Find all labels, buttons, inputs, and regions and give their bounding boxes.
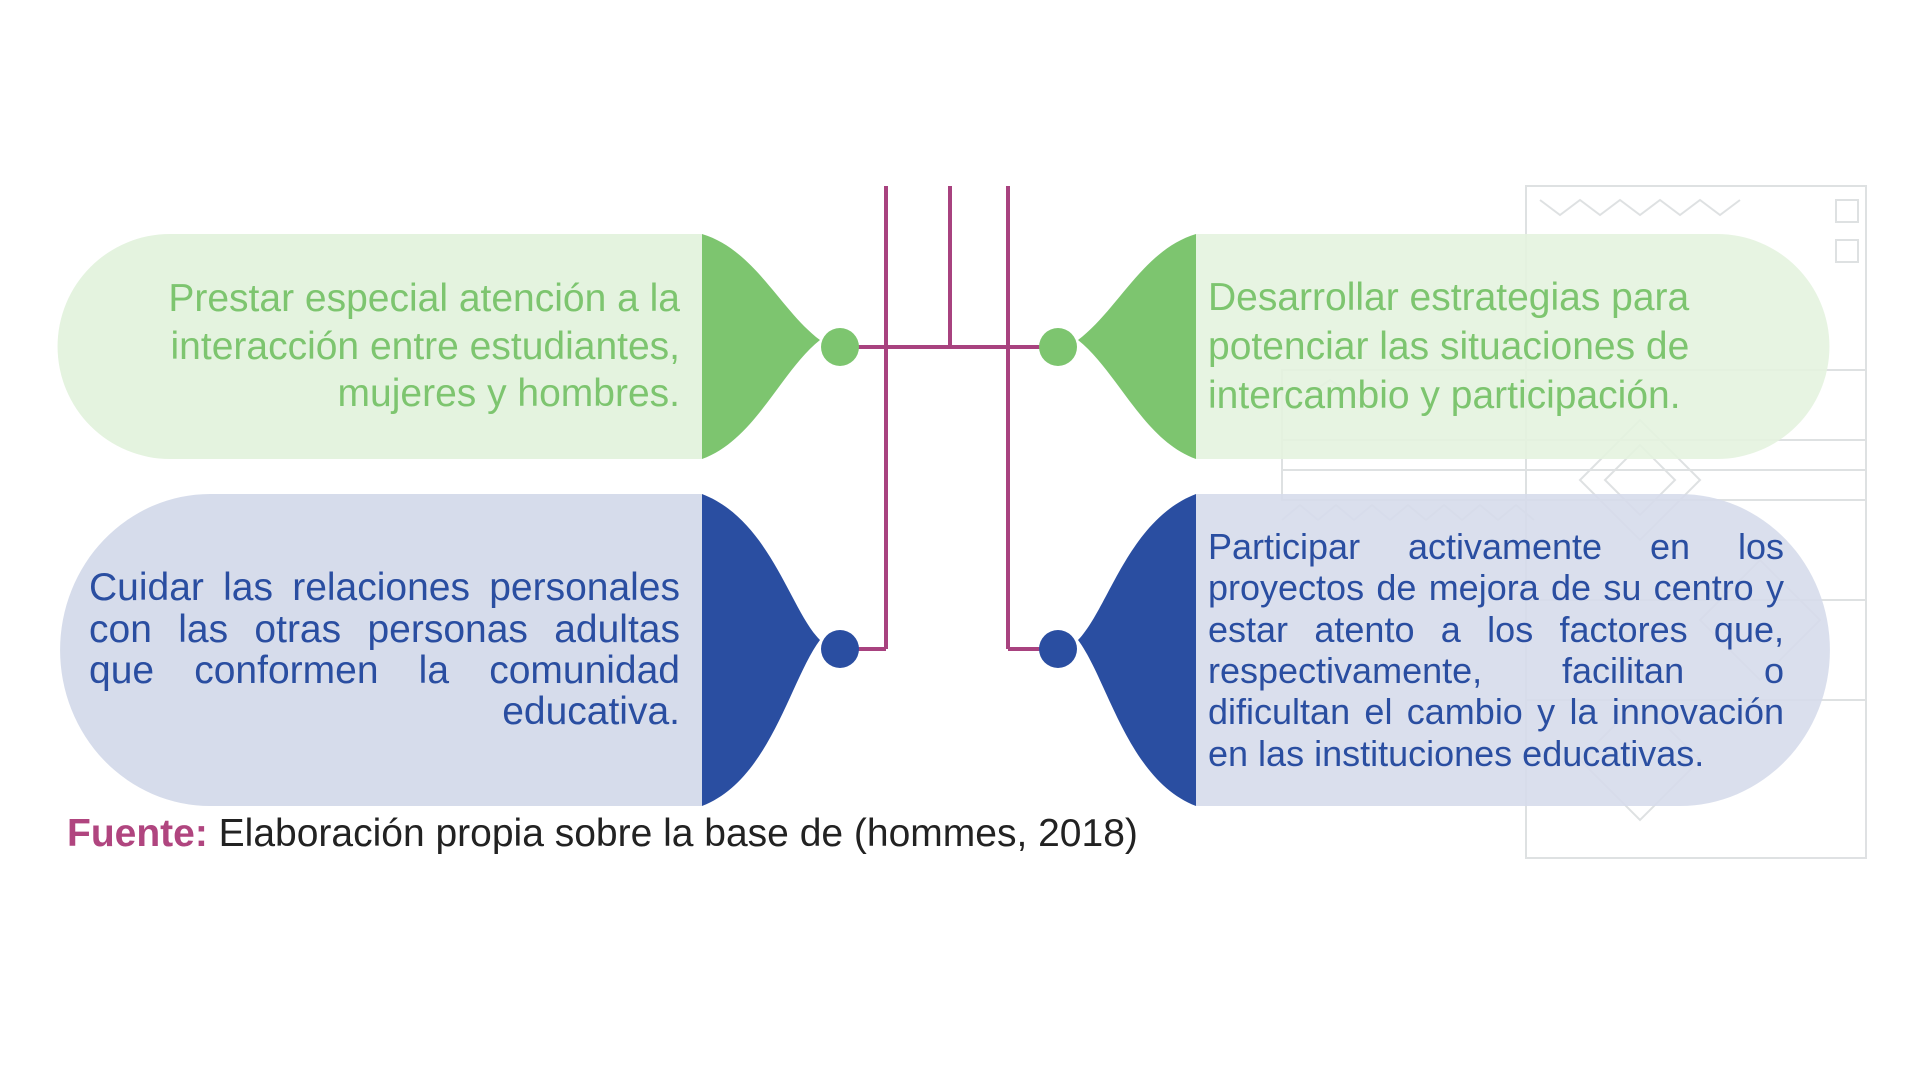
box-bottom-left (60, 494, 859, 806)
box-top-left-text-area: Prestar especial atención a la interacci… (67, 234, 702, 459)
box-top-left-text: Prestar especial atención a la interacci… (168, 277, 680, 416)
box-bottom-left-text: Cuidar las relaciones personales con las… (89, 566, 680, 734)
box-bottom-right-text-area: Participar activamente en los proyectos … (1196, 494, 1829, 806)
box-top-right (1039, 234, 1830, 459)
source-caption: Fuente: Elaboración propia sobre la base… (67, 812, 1138, 856)
box-bottom-right-text: Participar activamente en los proyectos … (1208, 525, 1784, 774)
box-top-left (57, 234, 859, 459)
box-top-right-text-area: Desarrollar estrategias para potenciar l… (1196, 234, 1829, 459)
connector-lines-icon (842, 186, 1056, 651)
box-bottom-right (1039, 494, 1830, 806)
box-top-right-text: Desarrollar estrategias para potenciar l… (1208, 275, 1690, 418)
source-label: Fuente: (67, 812, 208, 855)
box-bottom-left-text-area: Cuidar las relaciones personales con las… (67, 494, 702, 806)
source-text: Elaboración propia sobre la base de (hom… (207, 812, 1138, 855)
